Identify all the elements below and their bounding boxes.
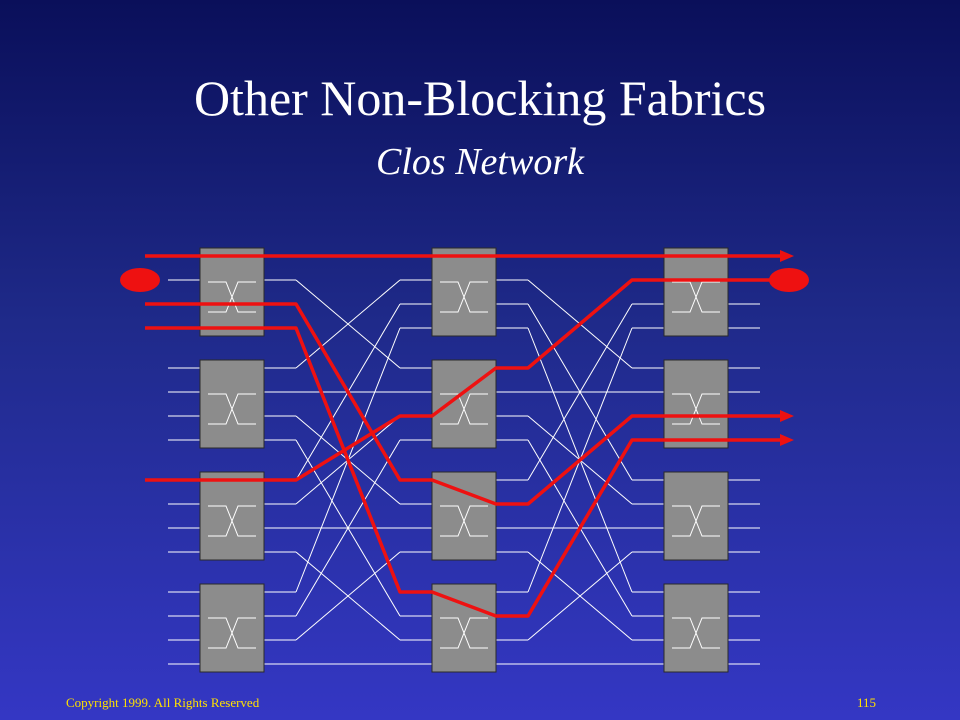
connection-path <box>145 326 785 618</box>
switch-box <box>199 583 265 673</box>
switch-box <box>663 583 729 673</box>
switch-body <box>431 247 497 337</box>
switch-box <box>663 471 729 561</box>
switch-body <box>663 359 729 449</box>
arrow-head <box>780 434 794 446</box>
switch-box <box>199 359 265 449</box>
switch-box <box>199 471 265 561</box>
interstage-link <box>295 551 401 641</box>
crossbar-symbol <box>208 617 256 649</box>
switch-body <box>431 583 497 673</box>
switch-body <box>663 583 729 673</box>
crossbar-symbol <box>672 281 720 313</box>
switch-box <box>431 247 497 337</box>
copyright-notice: Copyright 1999. All Rights Reserved <box>66 695 260 710</box>
slide-title: Other Non-Blocking Fabrics <box>193 70 767 126</box>
connection-path <box>145 278 785 482</box>
crossbar-symbol <box>208 505 256 537</box>
switch-body <box>199 583 265 673</box>
crossbar-symbol <box>440 505 488 537</box>
switch-body <box>663 471 729 561</box>
arrow-head <box>780 410 794 422</box>
marked-output-port <box>769 268 809 292</box>
switch-box <box>431 471 497 561</box>
interstage-link <box>527 551 633 641</box>
page-number: 115 <box>857 695 877 710</box>
switch-body <box>199 359 265 449</box>
switch-body <box>199 247 265 337</box>
interstage-link <box>295 279 401 369</box>
switch-body <box>663 247 729 337</box>
switch-box <box>663 359 729 449</box>
switch-body <box>431 471 497 561</box>
interstage-link <box>295 439 401 617</box>
switch-elements <box>199 247 729 673</box>
crossbar-symbol <box>672 617 720 649</box>
switch-body <box>199 471 265 561</box>
crossbar-symbol <box>208 281 256 313</box>
switch-box <box>663 247 729 337</box>
switch-box <box>199 247 265 337</box>
connection-path <box>145 302 785 506</box>
marked-input-port <box>120 268 160 292</box>
interstage-link <box>527 303 633 481</box>
crossbar-symbol <box>440 281 488 313</box>
crossbar-symbol <box>440 617 488 649</box>
crossbar-symbol <box>440 393 488 425</box>
switch-box <box>431 583 497 673</box>
crossbar-symbol <box>672 505 720 537</box>
arrow-head <box>780 250 794 262</box>
crossbar-symbol <box>208 393 256 425</box>
highlighted-paths <box>120 250 809 618</box>
slide-subtitle: Clos Network <box>376 141 584 183</box>
crossbar-symbol <box>672 393 720 425</box>
